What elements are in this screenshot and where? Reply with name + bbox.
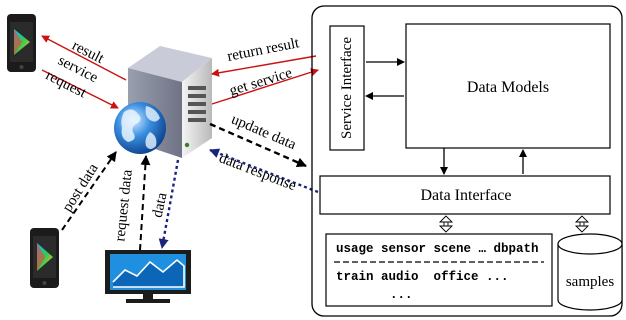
- table-more: ...: [390, 288, 413, 302]
- get-service-arrow: [211, 68, 319, 105]
- request-data-arrow: [139, 155, 151, 251]
- label-data: data: [150, 191, 171, 219]
- phone-top-icon: [7, 14, 36, 72]
- label-update-data: update data: [229, 112, 299, 154]
- service-interface-label: Service Interface: [339, 37, 355, 139]
- return-result-arrow: [211, 55, 317, 77]
- result-arrow: [41, 35, 127, 81]
- di-samples-link-icon: [574, 215, 590, 233]
- data-response-arrow: [209, 148, 319, 194]
- di-table-link-icon: [438, 215, 454, 233]
- service-request-arrow: [41, 69, 119, 109]
- samples-database-icon: [557, 233, 623, 311]
- data-arrow: [158, 159, 180, 249]
- service-interface-box: [329, 25, 365, 151]
- data-interface-label: Data Interface: [420, 187, 511, 204]
- metadata-table-box: [325, 233, 553, 307]
- samples-label: samples: [566, 274, 614, 290]
- globe-icon: [114, 102, 166, 154]
- data-interface-box: [319, 175, 611, 215]
- post-data-arrow: [61, 151, 117, 231]
- backend-container: [311, 5, 623, 317]
- monitor-icon: [105, 250, 191, 303]
- table-header: usage sensor scene … dbpath: [336, 242, 539, 256]
- phone-bottom-icon: [30, 228, 59, 288]
- data-models-label: Data Models: [467, 79, 549, 96]
- label-post-data: post data: [60, 161, 102, 215]
- update-data-arrow: [209, 122, 307, 168]
- label-request-data: request data: [112, 169, 135, 243]
- data-models-box: [405, 23, 611, 149]
- table-row: train audio office ...: [336, 270, 509, 284]
